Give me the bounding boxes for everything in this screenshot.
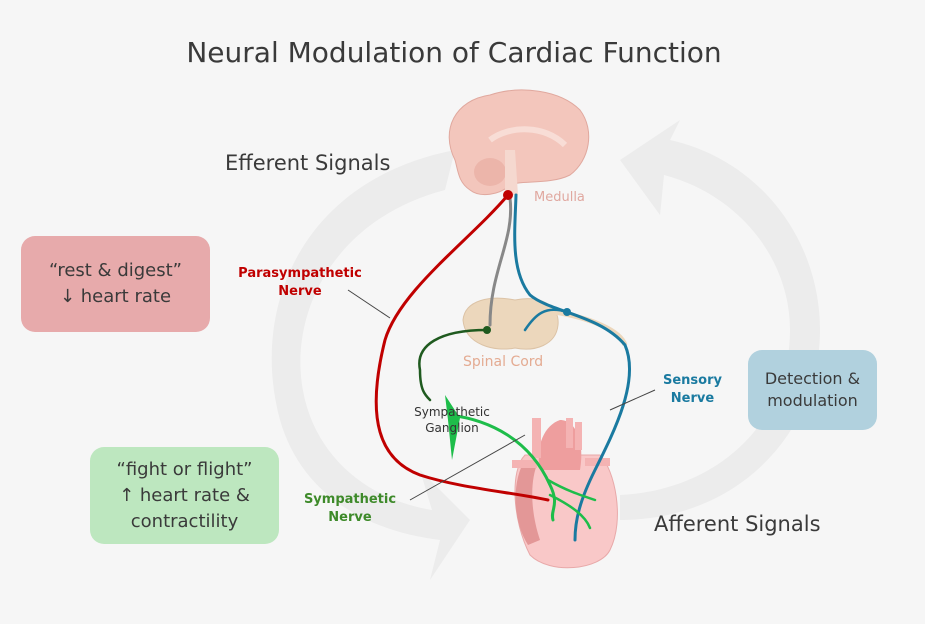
detect-box-line1: Detection & <box>764 369 861 388</box>
sympathetic-label-line2: Nerve <box>328 510 372 525</box>
rest-and-digest-box: “rest & digest” ↓ heart rate <box>21 236 210 332</box>
leader-lines <box>347 289 656 501</box>
rest-box-line2: ↓ heart rate <box>59 286 172 307</box>
cycle-arrow-right <box>620 120 820 520</box>
fight-box-line1: “fight or flight” <box>116 458 253 480</box>
spinal-cord-illustration <box>462 297 628 350</box>
diagram-title: Neural Modulation of Cardiac Function <box>186 36 722 69</box>
leader-line-sensory <box>609 389 656 411</box>
sympathetic-pre-path <box>418 328 489 402</box>
fight-box-line2: ↑ heart rate & <box>119 484 250 506</box>
parasympathetic-nerve-label: Parasympathetic Nerve <box>225 265 375 301</box>
detect-box-line2: modulation <box>767 391 858 410</box>
fight-or-flight-box: “fight or flight” ↑ heart rate & contrac… <box>90 447 279 544</box>
sympathetic-nerve-label: Sympathetic Nerve <box>300 491 400 527</box>
spinal-synapse-dot <box>483 326 491 334</box>
rest-box-line1: “rest & digest” <box>48 260 183 281</box>
parasympathetic-nerve-path <box>374 193 550 502</box>
sensory-label-line2: Nerve <box>670 391 715 406</box>
afferent-signals-label: Afferent Signals <box>654 512 821 536</box>
parasympathetic-label-line1: Parasympathetic <box>238 266 362 281</box>
spinal-cord-label: Spinal Cord <box>463 354 544 370</box>
cycle-arrow-left <box>271 150 470 580</box>
sympathetic-ganglion-label: Sympathetic Ganglion <box>400 404 504 436</box>
heart-illustration <box>512 418 618 569</box>
efferent-signals-label: Efferent Signals <box>225 151 391 175</box>
medulla-label: Medulla <box>534 190 585 205</box>
ganglion-label-line1: Sympathetic <box>414 405 490 419</box>
gray-tract-path <box>488 196 513 327</box>
sensory-nerve-path <box>513 193 631 542</box>
sympathetic-branch-2 <box>548 493 592 530</box>
leader-line-parasympathetic <box>347 289 391 319</box>
sympathetic-nerve-path <box>448 413 557 522</box>
nerve-paths <box>374 193 631 542</box>
detection-modulation-box: Detection & modulation <box>748 350 877 430</box>
sympathetic-label-line1: Sympathetic <box>303 492 397 507</box>
ganglion-shape <box>445 395 460 460</box>
sympathetic-branch-1 <box>546 478 597 502</box>
sensory-label-line1: Sensory <box>663 373 722 388</box>
brain-illustration <box>448 89 590 196</box>
sensory-nerve-label: Sensory Nerve <box>650 372 735 408</box>
leader-line-sympathetic <box>409 434 526 501</box>
fight-box-line3: contractility <box>130 510 239 532</box>
sensory-branch-path <box>523 308 569 332</box>
medulla-synapse-dot <box>503 190 513 200</box>
sensory-ganglion-dot <box>563 308 571 316</box>
ganglion-label-line2: Ganglion <box>425 421 479 435</box>
parasympathetic-label-line2: Nerve <box>278 284 322 299</box>
